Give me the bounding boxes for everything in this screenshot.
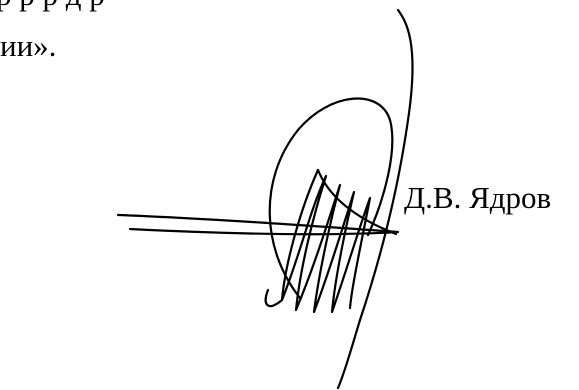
signature-stroke-vertical	[336, 8, 414, 390]
signature-stroke-hook	[316, 168, 398, 236]
signature-stroke-zigzag	[280, 168, 372, 314]
signature-stroke-loop	[268, 97, 394, 300]
signature-stroke-horizontal	[116, 213, 400, 236]
cut-off-text-line: р р р д р	[0, 0, 105, 12]
signature-stroke-bottom	[264, 288, 284, 308]
text-line-ending: ии».	[0, 28, 57, 63]
signatory-name: Д.В. Ядров	[404, 180, 552, 215]
